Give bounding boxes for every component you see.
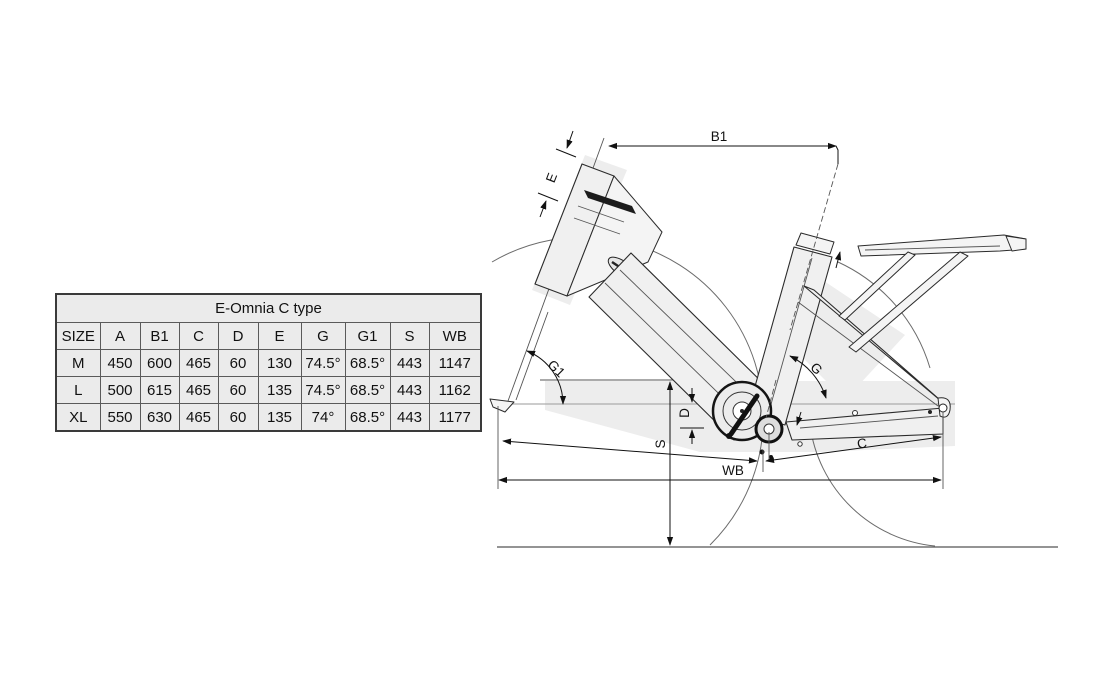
rear-rack <box>857 234 1027 257</box>
cell: 68.5° <box>344 349 391 377</box>
cell: 68.5° <box>344 376 391 404</box>
chainstay-seam <box>799 415 939 429</box>
b1-extension-corner <box>835 145 839 164</box>
cell: 60 <box>217 349 259 377</box>
pedal-axle <box>726 433 732 439</box>
dropout-bolt <box>928 410 932 414</box>
seat-axis-dashed <box>789 163 839 331</box>
seat-axis-arrow <box>834 251 842 269</box>
dim-label-c: C <box>856 435 868 451</box>
stem-clamp <box>584 190 636 214</box>
rack-strut <box>838 251 916 321</box>
cell: 1147 <box>428 349 482 377</box>
cell: 130 <box>257 349 302 377</box>
chainring-inner <box>722 391 762 431</box>
rack-seam <box>864 245 1001 251</box>
dim-label-wb: WB <box>722 463 744 478</box>
rack-strut <box>848 251 969 353</box>
front-fork-tip <box>489 398 515 413</box>
kickstand-bolt <box>759 449 765 455</box>
rear-fender-arc <box>837 261 931 369</box>
table-row: M 450 600 465 60 130 74.5° 68.5° 443 114… <box>55 349 482 377</box>
col-header-e: E <box>257 322 302 350</box>
cell: 74.5° <box>300 349 346 377</box>
fork-blade-line <box>515 311 549 401</box>
dim-label-b1: B1 <box>711 129 728 144</box>
dim-label-d: D <box>677 408 692 418</box>
cell: 500 <box>99 376 141 404</box>
cell: 1177 <box>428 403 482 432</box>
col-header-g1: G1 <box>344 322 391 350</box>
seat-axis-dashed <box>765 379 777 419</box>
e-tick <box>555 148 577 158</box>
e-tick <box>537 192 559 202</box>
g-leader-arrow <box>796 411 803 426</box>
cell: 443 <box>389 376 430 404</box>
crank-arm <box>728 393 760 437</box>
col-header-a: A <box>99 322 141 350</box>
size-label: L <box>55 376 101 404</box>
col-header-c: C <box>178 322 219 350</box>
e-arrow <box>539 200 547 218</box>
g-angle-arc <box>789 355 827 399</box>
seat-stay-inner <box>797 301 939 407</box>
table-row: XL 550 630 465 60 135 74° 68.5° 443 1177 <box>55 403 482 432</box>
size-label: XL <box>55 403 101 432</box>
cell: 443 <box>389 349 430 377</box>
col-header-wb: WB <box>428 322 482 350</box>
cell: 443 <box>389 403 430 432</box>
stay-bolt <box>797 441 803 447</box>
col-header-g: G <box>300 322 346 350</box>
seat-tube-seam <box>767 257 813 416</box>
stay-bolt <box>852 410 858 416</box>
dim-label-g1: G1 <box>545 357 568 380</box>
dim-label-e: E <box>543 171 560 185</box>
table-header-row: SIZE A B1 C D E G G1 S WB <box>55 322 482 350</box>
cell: 465 <box>178 376 219 404</box>
kickstand-bolt <box>769 455 773 459</box>
cell: 465 <box>178 349 219 377</box>
cell: 1162 <box>428 376 482 404</box>
spacer-line <box>573 217 621 235</box>
rear-axle <box>938 403 948 413</box>
cell: 74.5° <box>300 376 346 404</box>
cell: 60 <box>217 376 259 404</box>
cell: 68.5° <box>344 403 391 432</box>
cell: 630 <box>139 403 180 432</box>
front-center-line <box>502 438 758 464</box>
cell: 135 <box>257 403 302 432</box>
cell: 135 <box>257 376 302 404</box>
spacer-line <box>577 205 625 223</box>
table-row: L 500 615 465 60 135 74.5° 68.5° 443 116… <box>55 376 482 404</box>
cell: 74° <box>300 403 346 432</box>
g1-angle-arc <box>526 350 567 405</box>
cell: 600 <box>139 349 180 377</box>
cell: 450 <box>99 349 141 377</box>
motor-center <box>740 409 744 413</box>
dim-label-s: S <box>653 439 668 448</box>
c-dimension-line <box>765 434 942 464</box>
rack-end-hook <box>1005 235 1027 252</box>
cell: 615 <box>139 376 180 404</box>
e-arrow <box>566 130 574 149</box>
geometry-table: E-Omnia C type SIZE A B1 C D E G G1 S WB… <box>55 293 482 432</box>
